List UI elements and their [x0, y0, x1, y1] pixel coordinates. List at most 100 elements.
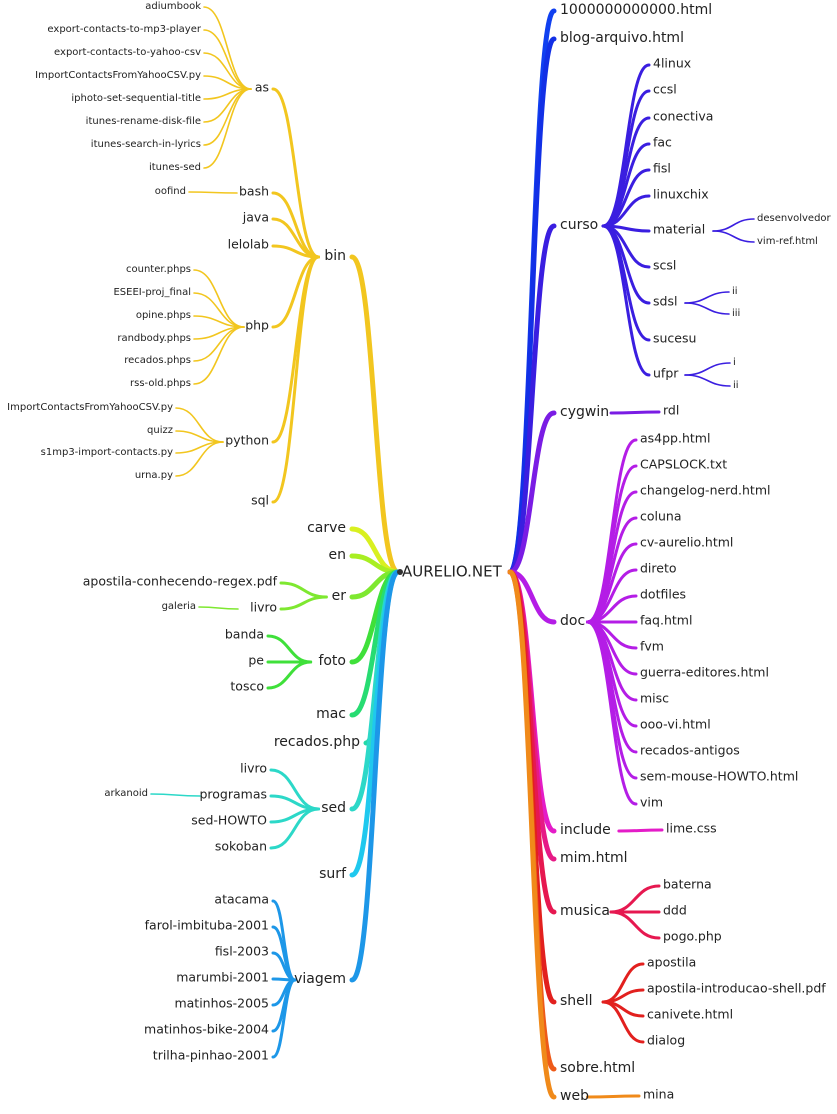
leaf-opine-phps[interactable]: opine.phps	[136, 310, 191, 321]
branch-er[interactable]: er	[332, 588, 347, 604]
node-php[interactable]: php	[245, 318, 269, 333]
branch-blog-arquivo-html[interactable]: blog-arquivo.html	[560, 30, 684, 46]
node-lime-css[interactable]: lime.css	[666, 821, 717, 836]
leaf-export-contacts-to-yahoo-csv[interactable]: export-contacts-to-yahoo-csv	[54, 47, 201, 58]
leaf-export-contacts-to-mp3-player[interactable]: export-contacts-to-mp3-player	[47, 24, 201, 35]
leaf-counter-phps[interactable]: counter.phps	[126, 264, 191, 275]
node-vim[interactable]: vim	[640, 795, 663, 810]
node-tosco[interactable]: tosco	[230, 679, 264, 694]
node-mina[interactable]: mina	[643, 1087, 674, 1102]
node-dialog[interactable]: dialog	[647, 1033, 685, 1048]
branch-curso[interactable]: curso	[560, 217, 598, 233]
leaf-adiumbook[interactable]: adiumbook	[145, 1, 201, 12]
branch-surf[interactable]: surf	[319, 866, 347, 882]
branch-carve[interactable]: carve	[307, 520, 346, 536]
node-conectiva[interactable]: conectiva	[653, 109, 713, 124]
node-faq-html[interactable]: faq.html	[640, 613, 692, 628]
node-java[interactable]: java	[242, 210, 269, 225]
leaf-s1mp3-import-contacts-py[interactable]: s1mp3-import-contacts.py	[41, 447, 173, 458]
node-sdsl[interactable]: sdsl	[653, 294, 677, 309]
branch-mac[interactable]: mac	[316, 706, 346, 722]
node-ufpr[interactable]: ufpr	[653, 366, 679, 381]
leaf-iii[interactable]: iii	[732, 308, 740, 319]
branch-mim-html[interactable]: mim.html	[560, 850, 628, 866]
node-scsl[interactable]: scsl	[653, 258, 676, 273]
branch-en[interactable]: en	[329, 547, 347, 563]
node-as[interactable]: as	[255, 80, 269, 95]
node-matinhos-bike-2004[interactable]: matinhos-bike-2004	[144, 1022, 269, 1037]
node-as4pp-html[interactable]: as4pp.html	[640, 431, 710, 446]
leaf-oofind[interactable]: oofind	[155, 186, 186, 197]
root-node-label[interactable]: AURELIO.NET	[402, 563, 503, 581]
leaf-importcontactsfromyahoocsv-py[interactable]: ImportContactsFromYahooCSV.py	[7, 402, 173, 413]
node-4linux[interactable]: 4linux	[653, 56, 691, 71]
branch-musica[interactable]: musica	[560, 903, 610, 919]
node-fisl[interactable]: fisl	[653, 161, 671, 176]
node-sem-mouse-howto-html[interactable]: sem-mouse-HOWTO.html	[640, 769, 798, 784]
node-fisl-2003[interactable]: fisl-2003	[215, 944, 269, 959]
node-ddd[interactable]: ddd	[663, 903, 687, 918]
node-livro[interactable]: livro	[250, 600, 277, 615]
leaf-recados-phps[interactable]: recados.phps	[124, 355, 191, 366]
node-fac[interactable]: fac	[653, 135, 672, 150]
branch-doc[interactable]: doc	[560, 613, 585, 629]
leaf-importcontactsfromyahoocsv-py[interactable]: ImportContactsFromYahooCSV.py	[35, 70, 201, 81]
node-apostila-conhecendo-regex-pdf[interactable]: apostila-conhecendo-regex.pdf	[83, 574, 278, 589]
node-programas[interactable]: programas	[199, 787, 267, 802]
leaf-arkanoid[interactable]: arkanoid	[104, 788, 148, 799]
node-sucesu[interactable]: sucesu	[653, 331, 696, 346]
node-recados-antigos[interactable]: recados-antigos	[640, 743, 740, 758]
node-sokoban[interactable]: sokoban	[215, 839, 267, 854]
node-apostila-introducao-shell-pdf[interactable]: apostila-introducao-shell.pdf	[647, 981, 826, 996]
leaf-itunes-rename-disk-file[interactable]: itunes-rename-disk-file	[86, 116, 201, 127]
branch-sed[interactable]: sed	[321, 800, 346, 816]
branch-cygwin[interactable]: cygwin	[560, 404, 609, 420]
leaf-randbody-phps[interactable]: randbody.phps	[117, 333, 191, 344]
node-misc[interactable]: misc	[640, 691, 669, 706]
node-lelolab[interactable]: lelolab	[228, 237, 269, 252]
leaf-itunes-search-in-lyrics[interactable]: itunes-search-in-lyrics	[91, 139, 201, 150]
leaf-i[interactable]: i	[733, 357, 736, 368]
node-pogo-php[interactable]: pogo.php	[663, 929, 722, 944]
node-material[interactable]: material	[653, 222, 705, 237]
node-pe[interactable]: pe	[248, 653, 264, 668]
node-marumbi-2001[interactable]: marumbi-2001	[176, 970, 269, 985]
branch-web[interactable]: web	[560, 1088, 589, 1104]
node-apostila[interactable]: apostila	[647, 955, 696, 970]
leaf-eseei-proj-final[interactable]: ESEEI-proj_final	[113, 287, 191, 298]
node-ccsl[interactable]: ccsl	[653, 82, 677, 97]
branch-bin[interactable]: bin	[324, 248, 346, 264]
leaf-desenvolvedor[interactable]: desenvolvedor	[757, 213, 832, 224]
node-rdl[interactable]: rdl	[663, 403, 679, 418]
node-farol-imbituba-2001[interactable]: farol-imbituba-2001	[145, 918, 269, 933]
node-sed-howto[interactable]: sed-HOWTO	[191, 813, 267, 828]
node-direto[interactable]: direto	[640, 561, 677, 576]
leaf-urna-py[interactable]: urna.py	[135, 470, 173, 481]
node-canivete-html[interactable]: canivete.html	[647, 1007, 733, 1022]
node-coluna[interactable]: coluna	[640, 509, 682, 524]
branch-include[interactable]: include	[560, 822, 611, 838]
node-ooo-vi-html[interactable]: ooo-vi.html	[640, 717, 711, 732]
node-python[interactable]: python	[225, 433, 269, 448]
node-capslock-txt[interactable]: CAPSLOCK.txt	[640, 457, 727, 472]
node-linuxchix[interactable]: linuxchix	[653, 187, 709, 202]
leaf-rss-old-phps[interactable]: rss-old.phps	[130, 378, 191, 389]
node-atacama[interactable]: atacama	[214, 892, 269, 907]
node-trilha-pinhao-2001[interactable]: trilha-pinhao-2001	[153, 1048, 269, 1063]
leaf-galeria[interactable]: galeria	[162, 601, 196, 612]
leaf-itunes-sed[interactable]: itunes-sed	[149, 162, 201, 173]
branch-1000000000000-html[interactable]: 1000000000000.html	[560, 2, 712, 18]
branch-sobre-html[interactable]: sobre.html	[560, 1060, 635, 1076]
node-changelog-nerd-html[interactable]: changelog-nerd.html	[640, 483, 770, 498]
leaf-vim-ref-html[interactable]: vim-ref.html	[757, 236, 818, 247]
branch-shell[interactable]: shell	[560, 993, 593, 1009]
node-fvm[interactable]: fvm	[640, 639, 664, 654]
branch-foto[interactable]: foto	[318, 653, 346, 669]
node-bash[interactable]: bash	[239, 184, 269, 199]
leaf-iphoto-set-sequential-title[interactable]: iphoto-set-sequential-title	[71, 93, 201, 104]
node-cv-aurelio-html[interactable]: cv-aurelio.html	[640, 535, 733, 550]
branch-recados-php[interactable]: recados.php	[274, 734, 360, 750]
leaf-quizz[interactable]: quizz	[147, 425, 173, 436]
leaf-ii[interactable]: ii	[733, 380, 739, 391]
node-banda[interactable]: banda	[225, 627, 264, 642]
